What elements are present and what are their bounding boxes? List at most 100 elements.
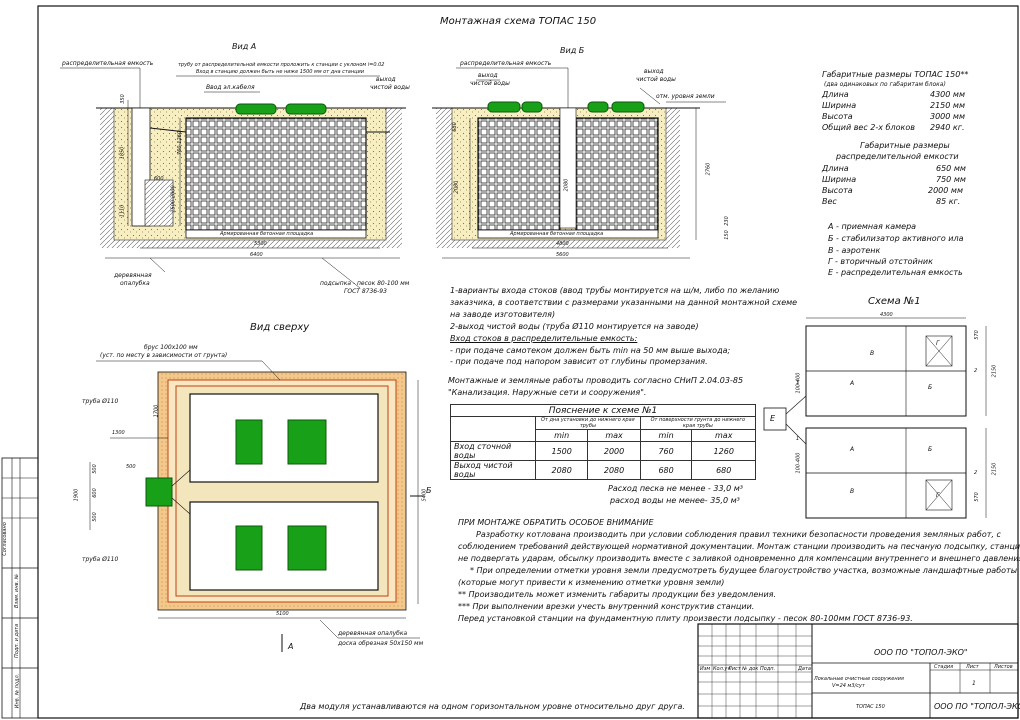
title-block-company-2: ООО ПО "ТОПОЛ-ЭКО" [934,702,1020,711]
title-block-col-4: Подп. [760,666,776,672]
scheme-1-title: Схема №1 [868,296,921,307]
top-view-drawing [89,360,424,652]
top-view-dim-7: 5100 [276,611,289,617]
view-b-dim-3: 2760 [705,162,712,176]
table-row: Выход чистой воды 2080 2080 680 680 [450,460,756,480]
dist-row-3-val: 85 кг. [936,197,961,206]
top-view-dim-0: 1700 [153,404,160,418]
top-view-beam-1: брус 100х100 мм [144,344,198,351]
view-b-slab-label: Армированная бетонная площадка [510,231,604,237]
attention-line-7: *** При выполнении врезки учесть внутрен… [458,602,755,611]
attention-line-8: Перед установкой станции на фундаментную… [458,614,913,623]
top-view-dim-2: 500 [126,464,136,470]
scheme-1-dim-4: 570 [973,492,980,502]
title-block-col-1: Кол.уч [713,666,731,672]
legend-item-a: А - приемная камера [828,222,917,231]
top-view-formwork-2: доска обрезная 50х150 мм [338,640,424,647]
scheme-1-label-g-bottom: Г [936,492,940,499]
top-view-dim-6: 1900 [73,488,80,502]
view-a-sand-2: ГОСТ 8736-93 [344,288,387,295]
view-b-dim-1: 2080 [453,180,460,194]
scheme-1-dim-2: 2150 [991,364,998,378]
view-b-title: Вид Б [560,46,585,55]
dims-row-3-key: Общий вес 2-х блоков [822,123,915,132]
scheme-1-label-g-top: Г [936,340,940,347]
table-cell: 2080 [587,460,641,480]
scheme-1-label-b-top: Б [928,384,933,391]
top-view-pipe-1: труба Ø110 [82,398,119,405]
table-min-2: min [639,429,693,442]
scheme-1-mark-1a: 1 [796,380,800,386]
note-5: - при подаче под напором зависит от глуб… [450,357,708,366]
view-a-drawing [60,67,406,289]
view-a-dim-5: 1500-2000 [170,185,177,213]
view-a-outlet-label-1: выход [376,76,396,83]
attention-line-5: (которые могут привести к изменению отме… [458,578,725,587]
top-view-title: Вид сверху [250,322,310,333]
top-view-formwork-1: деревянная опалубка [338,630,408,637]
side-stamp-frame [1,457,39,719]
top-view-dim-1: 1300 [112,430,125,436]
title-block-sheet: Лист [966,664,979,670]
top-view-dim-3: 500 [91,464,98,474]
dist-row-3-key: Вес [822,197,837,206]
note-6: Монтажные и земляные работы проводить со… [448,376,744,385]
sand-consumption: Расход песка не менее - 33,0 м³ [608,484,743,493]
scheme-1-mark-1b: 1 [796,436,800,442]
view-b-dim-4: 230 [723,216,730,226]
attention-title: ПРИ МОНТАЖЕ ОБРАТИТЬ ОСОБОЕ ВНИМАНИЕ [458,518,654,527]
water-consumption: расход воды не менее- 35,0 м³ [610,496,740,505]
legend-item-v: В - аэротенк [828,246,881,255]
view-b-dim-5: 150 [723,230,730,240]
attention-line-4: * При определении отметки уровня земли п… [470,566,1018,575]
view-a-title: Вид А [232,42,257,51]
view-b-drawing [432,67,726,259]
table-cell: Вход сточной воды [450,441,536,461]
scheme-1-label-b-bottom: Б [928,446,933,453]
dims-row-0-val: 4300 мм [930,90,965,99]
view-b-ground-label: отм. уровня земли [656,93,715,100]
explanation-table: Пояснение к схеме №1 От дна установки до… [450,404,757,480]
view-b-dim-2: 2080 [563,178,570,192]
scheme-1-dim-6: 100-400 [795,452,802,474]
view-a-dim-3: 600 [154,176,164,182]
note-7: "Канализация. Наружные сети и сооружения… [448,388,647,397]
dist-row-0-val: 650 мм [936,164,966,173]
top-view-dim-5: 500 [91,512,98,522]
dist-row-2-val: 2000 мм [928,186,963,195]
scheme-1-dim-3: 2150 [991,462,998,476]
note-3: Вход стоков в распределительные емкость: [450,334,638,343]
dims-row-0-key: Длина [822,90,849,99]
view-b-dist-tank-label: распределительная емкость [460,60,552,67]
view-a-dim-7: 6400 [250,252,263,258]
view-b-dim-0: 680 [451,122,458,132]
scheme-1-mark-2b: 2 [974,470,978,476]
dist-dims-title-1: Габаритные размеры [860,141,950,150]
note-4: - при подаче самотеком должен быть min н… [450,346,731,355]
dims-row-1-val: 2150 мм [930,101,965,110]
legend-item-b: Б - стабилизатор активного ила [828,234,964,243]
view-b-outlet-1b: чистой воды [470,80,510,87]
note-1c: на заводе изготовителя) [450,310,556,319]
view-a-dim-0: 350 [119,94,126,104]
legend-item-g: Г - вторичный отстойник [828,257,933,266]
side-stamp-sign-date: Подп. и дата [14,623,21,659]
title-block-desc-1: Локальные очистные сооружения [814,676,904,682]
scheme-1-dim-0: 4300 [880,312,893,318]
scheme-1-label-a-bottom: А [850,446,855,453]
view-a-dim-4: 760-1260 [177,130,184,156]
scheme-1-label-v-top: В [870,350,875,357]
view-a-pipe-note-1: трубу от распределительной емкости проло… [178,62,385,68]
note-1b: заказчика, в соответствии с размерами ук… [450,298,798,307]
view-a-sand-1: подсыпка - песок 80-100 мм [320,280,410,287]
table-cell: 680 [691,460,756,480]
title-block-frame [697,623,1019,719]
title-block-sheets: Листов [994,664,1013,670]
table-max-2: max [691,429,756,442]
dist-row-2-key: Высота [822,186,853,195]
side-stamp-agreed: Согласовано [1,522,8,556]
view-b-dim-7: 5600 [556,252,569,258]
view-a-outlet-label-2: чистой воды [370,84,410,91]
scheme-1-mark-2a: 2 [974,368,978,374]
